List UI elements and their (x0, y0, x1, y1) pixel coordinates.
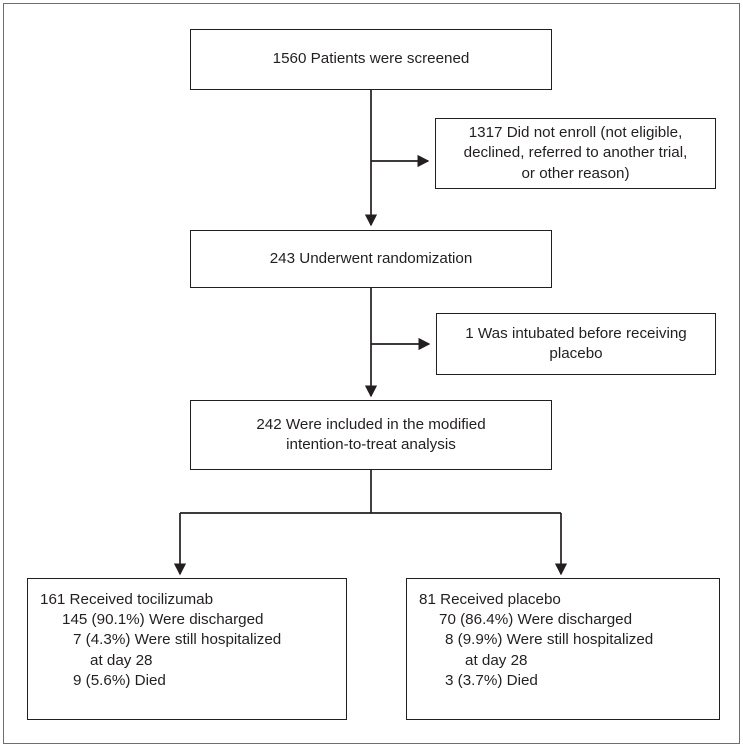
modified-intention-to-treat-box: 242 Were included in the modified intent… (190, 400, 552, 470)
randomization-box: 243 Underwent randomization (190, 230, 552, 288)
not-enrolled-line-2: declined, referred to another trial, (463, 144, 688, 162)
mitt-line-1: 242 Were included in the modified (256, 415, 486, 433)
tocilizumab-outcome-died: 9 (5.6%) Died (73, 671, 166, 689)
tocilizumab-arm-label: 161 Received tocilizumab (40, 591, 214, 608)
tocilizumab-outcome-discharged: 145 (90.1%) Were discharged (62, 611, 264, 629)
intubated-before-placebo-box: 1 Was intubated before receiving placebo (436, 313, 716, 375)
tocilizumab-outcome-hospitalized-cont: at day 28 (90, 651, 153, 669)
placebo-outcome-hospitalized: 8 (9.9%) Were still hospitalized (445, 631, 654, 649)
not-enrolled-line-1: 1317 Did not enroll (not eligible, (468, 124, 683, 142)
intubated-line-2: placebo (549, 345, 603, 362)
placebo-arm-box: 81 Received placebo 70 (86.4%) Were disc… (406, 578, 720, 720)
placebo-outcome-hospitalized-cont: at day 28 (465, 651, 528, 669)
mitt-line-2: intention-to-treat analysis (286, 436, 456, 453)
not-enrolled-line-3: or other reason) (521, 164, 630, 182)
screened-box: 1560 Patients were screened (190, 29, 552, 90)
not-enrolled-box: 1317 Did not enroll (not eligible, decli… (435, 118, 716, 189)
placebo-arm-label: 81 Received placebo (419, 591, 561, 608)
tocilizumab-arm-box: 161 Received tocilizumab 145 (90.1%) Wer… (27, 578, 347, 720)
placebo-outcome-discharged: 70 (86.4%) Were discharged (439, 611, 633, 629)
tocilizumab-outcome-hospitalized: 7 (4.3%) Were still hospitalized (73, 631, 282, 649)
randomization-line-1: 243 Underwent randomization (269, 249, 473, 267)
screened-line-1: 1560 Patients were screened (272, 50, 470, 68)
intubated-line-1: 1 Was intubated before receiving (465, 324, 687, 342)
placebo-outcome-died: 3 (3.7%) Died (445, 671, 538, 689)
